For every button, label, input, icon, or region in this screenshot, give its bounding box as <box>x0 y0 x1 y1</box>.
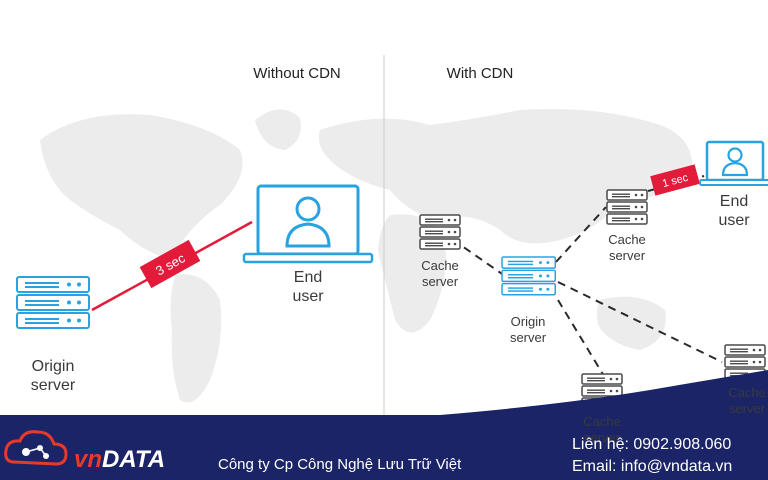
cache-top-label: Cache server <box>608 232 646 263</box>
heading-without-cdn: Without CDN <box>253 65 341 82</box>
cache-left-label: Cache server <box>421 258 459 289</box>
right-origin-label: Origin server <box>509 314 547 345</box>
link-origin-cache-left <box>461 245 506 277</box>
footer-band <box>0 370 768 480</box>
vndata-logo-icon <box>4 430 68 466</box>
left-laptop-user-icon <box>242 184 374 264</box>
link-origin-cache-right <box>557 281 723 363</box>
link-origin-cache-top <box>555 206 607 263</box>
link-origin-cache-bottom <box>557 299 605 377</box>
company-name: Công ty Cp Công Nghệ Lưu Trữ Việt <box>218 456 462 473</box>
right-origin-server-icon <box>502 257 555 295</box>
logo-text-data: DATA <box>102 446 166 473</box>
right-end-user-label: End user <box>718 193 750 230</box>
right-laptop-user-icon <box>699 140 768 186</box>
left-end-user-label: End user <box>292 269 324 306</box>
contact-phone: Liên hệ: 0902.908.060 <box>572 436 732 453</box>
cache-server-top-icon <box>607 190 647 224</box>
world-map-background <box>40 109 692 403</box>
cache-right-label: Cache server <box>728 385 766 416</box>
logo-text-vn: vn <box>74 446 103 473</box>
cache-server-left-icon <box>420 215 460 249</box>
logo-wordmark: vnDATA <box>74 446 165 474</box>
heading-with-cdn: With CDN <box>446 65 514 82</box>
contact-email: Email: info@vndata.vn <box>572 458 733 475</box>
right-latency-badge: 1 sec <box>650 164 700 196</box>
left-origin-server-icon <box>17 277 89 328</box>
left-origin-label: Origin server <box>30 358 76 395</box>
cache-bottom-label: Cache server <box>583 414 621 445</box>
